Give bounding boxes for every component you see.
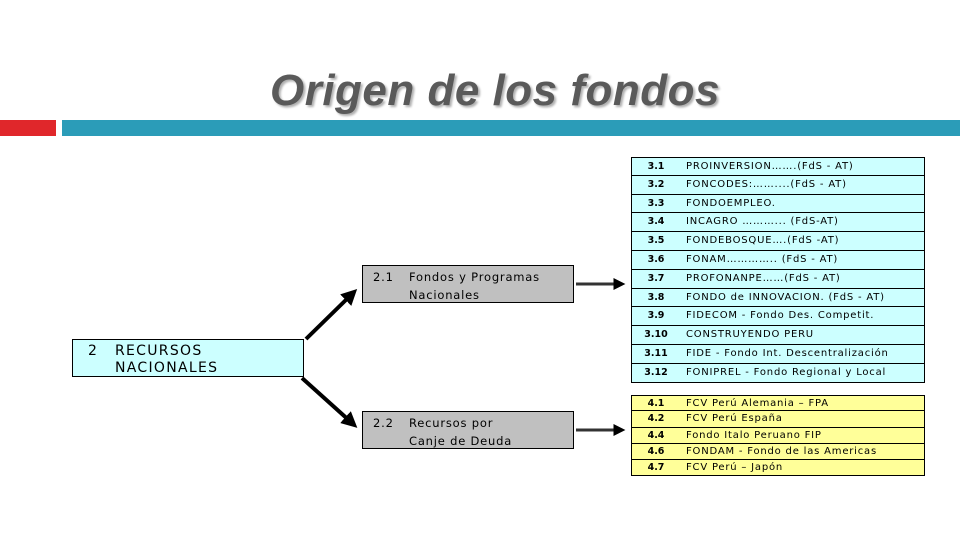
- list-item: 4.2 FCV Perú España: [631, 411, 925, 428]
- list-item: 3.6 FONAM………….. (FdS - AT): [631, 250, 925, 270]
- list-item: 3.10 CONSTRUYENDO PERU: [631, 326, 925, 345]
- item-code: 3.1: [647, 161, 665, 172]
- list-item: 3.8 FONDO de INNOVACION. (FdS - AT): [631, 288, 925, 308]
- item-code: 3.4: [647, 216, 665, 228]
- root-number: 2: [88, 343, 99, 359]
- list-item: 3.3 FONDOEMPLEO.: [631, 194, 925, 214]
- list-item: 3.12 FONIPREL - Fondo Regional y Local: [631, 363, 925, 383]
- item-label: FONDO de INNOVACION. (FdS - AT): [686, 291, 885, 303]
- branch-label-line2: Canje de Deuda: [409, 434, 513, 448]
- item-label: FCV Perú Alemania – FPA: [686, 398, 829, 409]
- arrow-root-to-branch2: [300, 376, 358, 428]
- list-item: 4.1 FCV Perú Alemania – FPA: [631, 395, 925, 412]
- root-label-line2: NACIONALES: [115, 360, 219, 376]
- list-item: 3.7 PROFONANPE……(FdS - AT): [631, 269, 925, 289]
- branch-label-line1: Recursos por: [409, 416, 494, 430]
- accent-bar-red: [0, 120, 56, 136]
- item-label: FIDECOM - Fondo Des. Competit.: [686, 310, 875, 322]
- item-code: 3.6: [647, 253, 665, 265]
- list-item: 3.11 FIDE - Fondo Int. Descentralización: [631, 344, 925, 364]
- list-item: 3.9 FIDECOM - Fondo Des. Competit.: [631, 307, 925, 327]
- item-code: 4.4: [647, 429, 665, 441]
- item-code: 3.7: [647, 272, 665, 284]
- item-label: FONIPREL - Fondo Regional y Local: [686, 366, 887, 378]
- list-item: 4.6 FONDAM - Fondo de las Americas: [631, 443, 925, 461]
- list-item: 3.5 FONDEBOSQUE….(FdS -AT): [631, 232, 925, 251]
- item-code: 3.8: [647, 291, 665, 303]
- arrow-root-to-branch1: [304, 288, 358, 341]
- list-item: 4.7 FCV Perú – Japón: [631, 460, 925, 477]
- item-label: Fondo Italo Peruano FIP: [686, 429, 822, 441]
- item-code: 3.3: [647, 197, 665, 209]
- item-label: FONDAM - Fondo de las Americas: [686, 445, 877, 457]
- branch-node-canje-deuda: 2.2 Recursos por Canje de Deuda: [362, 411, 574, 449]
- item-code: 4.6: [647, 445, 665, 457]
- list-item: 3.4 INCAGRO ………... (FdS-AT): [631, 213, 925, 233]
- item-code: 3.12: [644, 366, 668, 378]
- item-label: FONDOEMPLEO.: [686, 197, 776, 209]
- branch-label-line1: Fondos y Programas: [409, 270, 540, 284]
- root-label-line1: RECURSOS: [115, 343, 203, 359]
- item-label: FONAM………….. (FdS - AT): [686, 253, 839, 265]
- item-label: FCV Perú – Japón: [686, 462, 784, 474]
- item-label: FONCODES:……....(FdS - AT): [686, 178, 847, 190]
- item-label: FONDEBOSQUE….(FdS -AT): [686, 235, 840, 247]
- branch-label-line2: Nacionales: [409, 288, 480, 302]
- item-code: 4.1: [647, 398, 665, 409]
- item-label: CONSTRUYENDO PERU: [686, 329, 814, 341]
- list-item: 4.4 Fondo Italo Peruano FIP: [631, 427, 925, 444]
- item-code: 3.5: [647, 235, 665, 247]
- list-item: 3.1 PROINVERSION…….(FdS - AT): [631, 157, 925, 176]
- item-code: 4.2: [647, 413, 665, 425]
- item-code: 3.10: [644, 329, 668, 341]
- item-label: PROFONANPE……(FdS - AT): [686, 272, 841, 284]
- fund-list-canje-deuda: 4.1 FCV Perú Alemania – FPA 4.2 FCV Perú E…: [631, 395, 925, 477]
- list-item: 3.2 FONCODES:……....(FdS - AT): [631, 175, 925, 195]
- root-node-recursos-nacionales: 2 RECURSOS NACIONALES: [72, 339, 304, 377]
- accent-bar-blue: [62, 120, 960, 136]
- item-code: 3.2: [647, 178, 665, 190]
- item-label: PROINVERSION…….(FdS - AT): [686, 161, 854, 172]
- item-code: 4.7: [647, 462, 665, 474]
- branch-number: 2.1: [373, 270, 394, 284]
- item-label: FIDE - Fondo Int. Descentralización: [686, 347, 889, 359]
- page-title: Origen de los fondos: [269, 66, 721, 115]
- fund-list-programas: 3.1 PROINVERSION…….(FdS - AT) 3.2 FONCODES…: [631, 157, 925, 383]
- item-code: 3.9: [647, 310, 665, 322]
- item-code: 3.11: [644, 347, 668, 359]
- branch-node-fondos-programas: 2.1 Fondos y Programas Nacionales: [362, 265, 574, 303]
- item-label: INCAGRO ………... (FdS-AT): [686, 216, 839, 228]
- branch-number: 2.2: [373, 416, 394, 430]
- item-label: FCV Perú España: [686, 413, 783, 425]
